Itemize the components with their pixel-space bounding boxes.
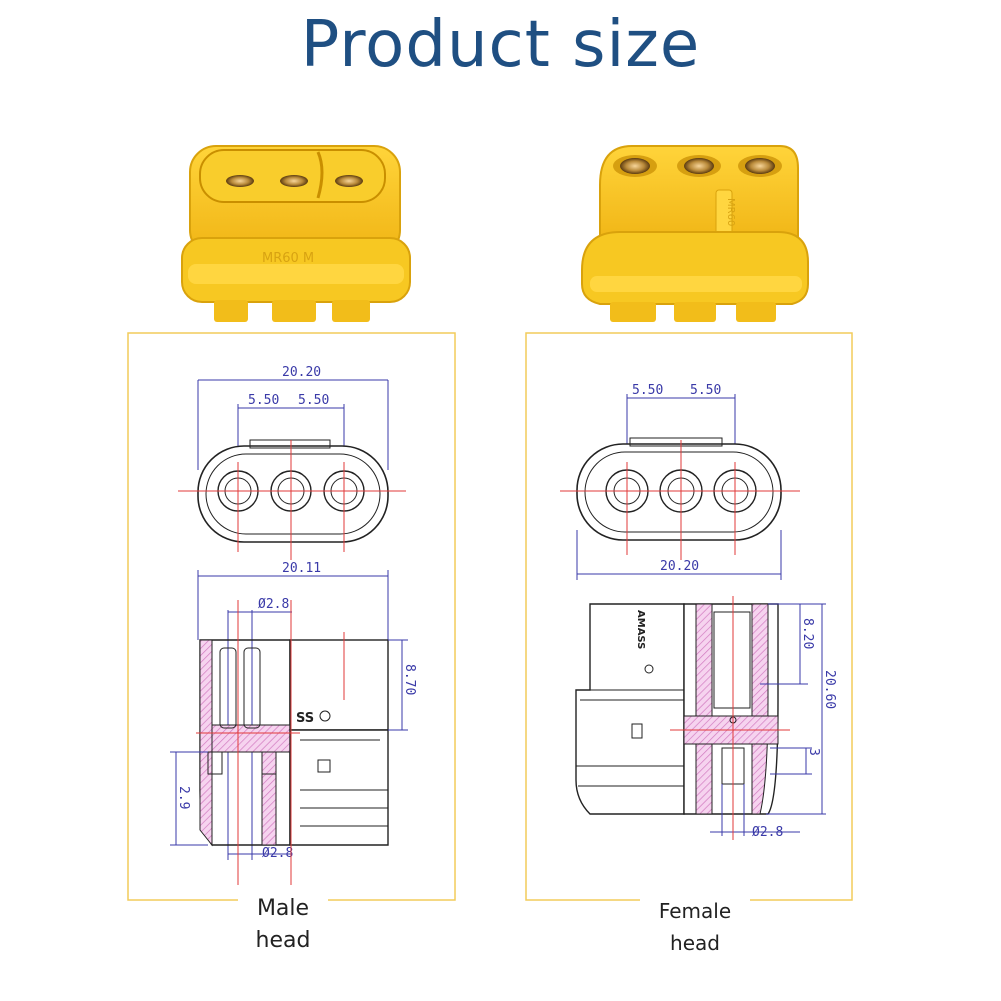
female-tab-height-label: 3 bbox=[806, 748, 821, 756]
male-side-width-label: 20.11 bbox=[282, 561, 321, 576]
male-pin-diameter-bottom-label: Ø2.8 bbox=[262, 846, 293, 861]
male-pin-height-label: 8.70 bbox=[402, 664, 417, 695]
female-total-height-label: 20.60 bbox=[822, 670, 837, 709]
male-pin-pitch-left-label: 5.50 bbox=[248, 393, 279, 408]
male-top-view: 20.20 5.50 5.50 bbox=[178, 365, 406, 560]
female-pin-pitch-right-label: 5.50 bbox=[690, 383, 721, 398]
male-logo: SS bbox=[296, 711, 314, 726]
female-body-mark: MR60 bbox=[725, 198, 736, 226]
male-pin-pitch-right-label: 5.50 bbox=[298, 393, 329, 408]
page-title: Product size bbox=[300, 8, 701, 82]
male-caption-line1: Male bbox=[256, 896, 310, 921]
male-top-width-label: 20.20 bbox=[282, 365, 321, 380]
female-pin-pitch-left-label: 5.50 bbox=[632, 383, 663, 398]
female-connector-image: MR60 bbox=[581, 145, 809, 322]
female-logo: AMASS bbox=[635, 610, 646, 649]
female-socket-height-label: 8.20 bbox=[800, 618, 815, 649]
male-caption-line2: head bbox=[255, 928, 311, 953]
female-pin-diameter-label: Ø2.8 bbox=[752, 825, 783, 840]
male-caption: Male head bbox=[238, 893, 328, 957]
male-side-view: 20.11 Ø2.8 Ø2.8 SS 8.70 2.9 bbox=[170, 561, 417, 885]
female-caption: Female head bbox=[640, 895, 750, 959]
female-caption-line2: head bbox=[670, 931, 720, 955]
male-bottom-height-label: 2.9 bbox=[176, 786, 191, 809]
female-bottom-width-label: 20.20 bbox=[660, 559, 699, 574]
female-caption-line1: Female bbox=[658, 899, 732, 923]
male-body-mark: MR60 M bbox=[262, 251, 314, 266]
female-side-view: AMASS 8.20 20.60 3 Ø2.8 bbox=[575, 596, 837, 840]
male-pin-diameter-top-label: Ø2.8 bbox=[258, 597, 289, 612]
male-connector-image: MR60 M bbox=[181, 145, 411, 322]
female-top-view: 5.50 5.50 20.20 bbox=[560, 383, 800, 580]
